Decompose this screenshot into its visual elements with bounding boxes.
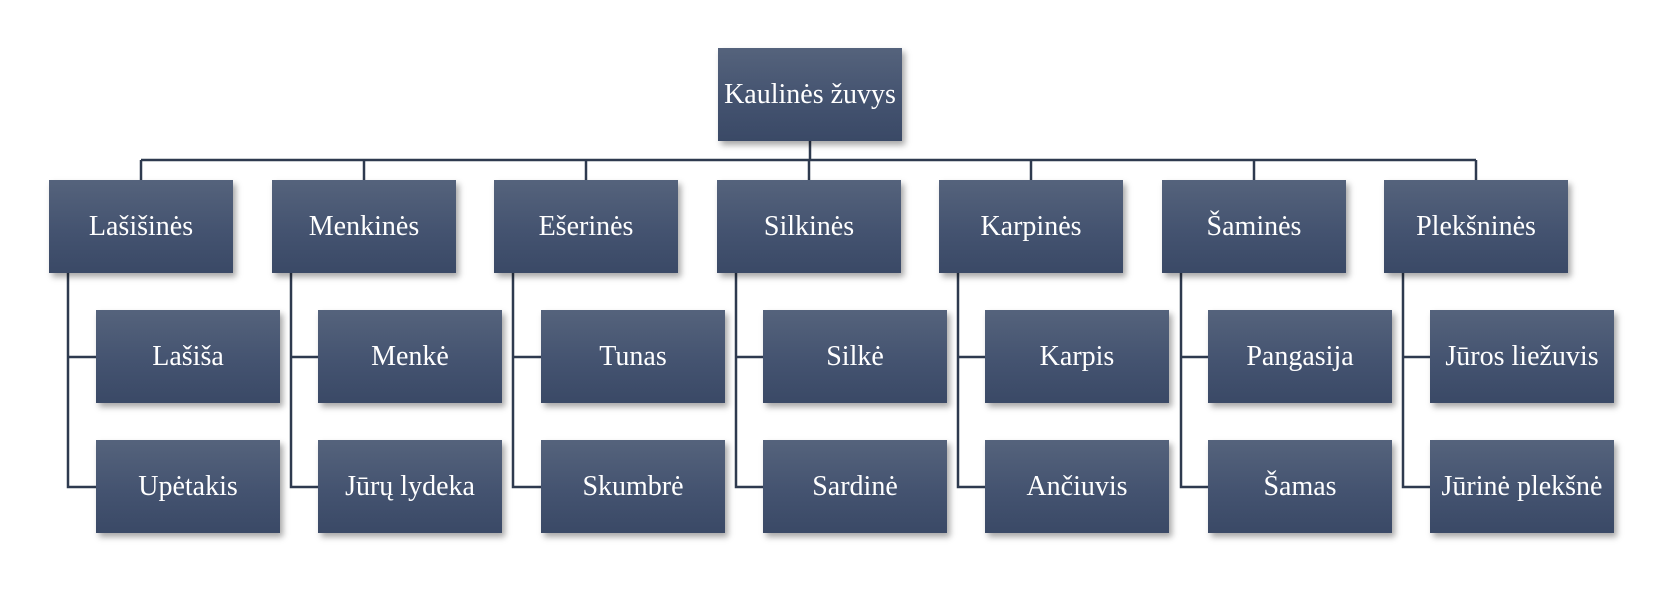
- leaf-connector-5: [1179, 273, 1208, 489]
- leaf-node-lasisa: Lašiša: [96, 310, 280, 403]
- leaf-node-samas: Šamas: [1208, 440, 1392, 533]
- leaf-node-tunas: Tunas: [541, 310, 725, 403]
- leaf-node-juru-lydeka: Jūrų lydeka: [318, 440, 502, 533]
- leaf-connector-0: [66, 273, 96, 489]
- leaf-node-upetakis: Upėtakis: [96, 440, 280, 533]
- leaf-connector-4: [956, 273, 985, 489]
- category-node-karpines: Karpinės: [939, 180, 1123, 273]
- root-node: Kaulinės žuvys: [718, 48, 902, 141]
- category-node-eserines: Ešerinės: [494, 180, 678, 273]
- leaf-node-anciuvis: Ančiuvis: [985, 440, 1169, 533]
- leaf-node-sardine: Sardinė: [763, 440, 947, 533]
- leaf-connector-1: [289, 273, 318, 489]
- category-node-samines: Šaminės: [1162, 180, 1346, 273]
- leaf-connector-6: [1401, 273, 1430, 489]
- leaf-node-pangasija: Pangasija: [1208, 310, 1392, 403]
- leaf-node-karpis: Karpis: [985, 310, 1169, 403]
- leaf-node-jurine-plieksne: Jūrinė plekšnė: [1430, 440, 1614, 533]
- category-node-menkines: Menkinės: [272, 180, 456, 273]
- leaf-connector-3: [734, 273, 763, 489]
- category-node-peksnines: Plekšninės: [1384, 180, 1568, 273]
- category-node-lasisines: Lašišinės: [49, 180, 233, 273]
- leaf-node-juros-liezuvis: Jūros liežuvis: [1430, 310, 1614, 403]
- leaf-node-menke: Menkė: [318, 310, 502, 403]
- leaf-connector-2: [511, 273, 541, 489]
- leaf-node-silke: Silkė: [763, 310, 947, 403]
- leaf-node-skumbre: Skumbrė: [541, 440, 725, 533]
- category-node-silkines: Silkinės: [717, 180, 901, 273]
